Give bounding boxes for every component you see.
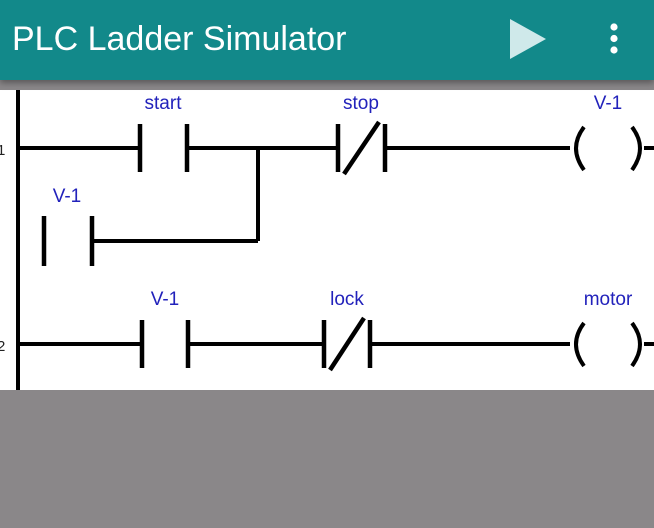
coil-hit-area[interactable] <box>565 120 654 176</box>
coil-left-arc <box>574 125 586 172</box>
contact-lock[interactable]: lock <box>316 289 378 372</box>
coil-motor[interactable]: motor <box>565 289 654 372</box>
contact-label: lock <box>330 289 364 310</box>
contact-hit-area[interactable] <box>134 316 196 372</box>
coil-right-arc <box>630 321 642 368</box>
coil-left-arc <box>574 321 586 368</box>
contact-label: V-1 <box>53 186 82 207</box>
coil-label: motor <box>584 289 633 310</box>
contact-hit-area[interactable] <box>132 120 196 176</box>
more-vert-icon <box>610 23 618 54</box>
contact-v1[interactable]: V-1 <box>134 289 196 372</box>
contact-label: V-1 <box>151 289 180 310</box>
contact-slash <box>328 316 366 372</box>
contact-start[interactable]: start <box>132 93 196 176</box>
rung-1: 1 start stop <box>0 93 654 270</box>
app-bar: PLC Ladder Simulator <box>0 0 654 80</box>
empty-area <box>0 390 654 528</box>
coil-v1[interactable]: V-1 <box>565 93 654 176</box>
coil-label: V-1 <box>594 93 623 114</box>
contact-stop[interactable]: stop <box>330 93 394 176</box>
contact-label: start <box>145 93 183 114</box>
app-title: PLC Ladder Simulator <box>12 20 347 58</box>
play-icon <box>510 19 546 59</box>
rung-2: 2 V-1 lock motor <box>0 289 654 372</box>
coil-hit-area[interactable] <box>565 316 654 372</box>
contact-branch-v1[interactable]: V-1 <box>36 186 100 270</box>
overflow-menu-button[interactable] <box>600 16 628 62</box>
rung-number: 1 <box>0 142 5 159</box>
coil-right-arc <box>630 125 642 172</box>
contact-hit-area[interactable] <box>316 316 378 372</box>
contact-slash <box>342 120 381 176</box>
contact-hit-area[interactable] <box>36 212 100 270</box>
ladder-diagram: 1 start stop <box>0 90 654 390</box>
contact-hit-area[interactable] <box>330 120 394 176</box>
run-simulation-button[interactable] <box>502 16 552 62</box>
contact-label: stop <box>343 93 379 114</box>
rung-number: 2 <box>0 338 5 355</box>
ladder-canvas[interactable]: 1 start stop <box>0 90 654 390</box>
